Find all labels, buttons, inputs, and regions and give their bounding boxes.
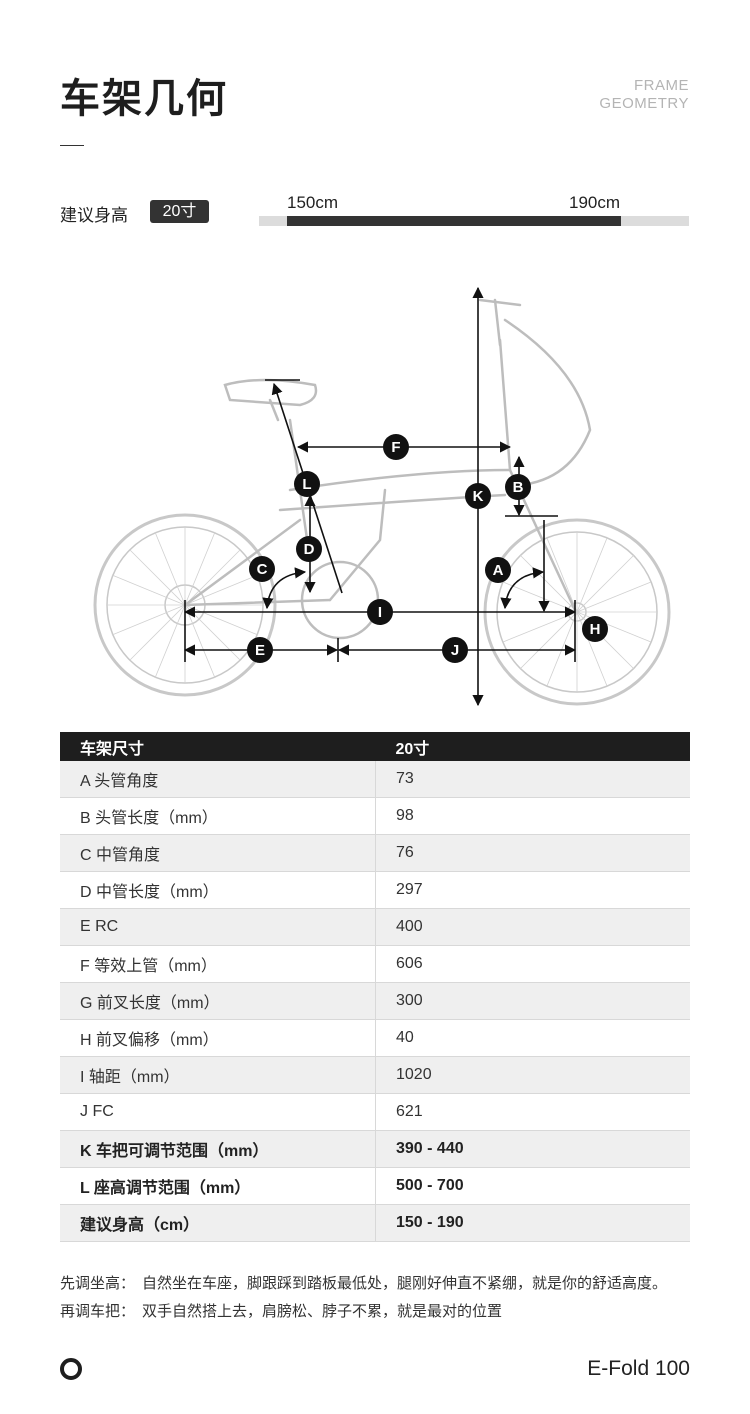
svg-text:L: L <box>302 476 311 493</box>
height-max-label: 190cm <box>569 193 621 212</box>
height-min-label: 150cm <box>287 193 339 212</box>
table-row: F 等效上管（mm）606 <box>60 945 690 983</box>
table-header-size: 20寸 <box>375 732 690 761</box>
table-row: L 座高调节范围（mm）500 - 700 <box>60 1167 690 1205</box>
label-D: D <box>296 536 322 562</box>
label-H: H <box>582 616 608 642</box>
row-value: 76 <box>375 834 690 872</box>
table-row: 建议身高（cm）150 - 190 <box>60 1204 690 1242</box>
page-title: 车架几何 <box>60 77 228 121</box>
row-name: L 座高调节范围（mm） <box>60 1167 376 1205</box>
row-value: 400 <box>375 908 690 946</box>
svg-text:I: I <box>378 604 382 621</box>
row-name: J FC <box>60 1093 376 1131</box>
recommended-height-label: 建议身高 <box>60 206 128 225</box>
row-name: G 前叉长度（mm） <box>60 982 376 1020</box>
label-B: B <box>505 474 531 500</box>
label-K: K <box>465 483 491 509</box>
note-text: 自然坐在车座，脚跟踩到踏板最低处，腿刚好伸直不紧绷，就是你的舒适高度。 <box>142 1275 668 1292</box>
row-value: 1020 <box>375 1056 690 1094</box>
row-name: F 等效上管（mm） <box>60 945 376 983</box>
circle-logo-icon <box>60 1358 82 1380</box>
svg-text:C: C <box>257 561 268 578</box>
note-handlebar: 再调车把： 双手自然搭上去，肩膀松、脖子不累，就是最对的位置 <box>60 1298 667 1326</box>
svg-text:E: E <box>255 642 265 659</box>
label-F: F <box>383 434 409 460</box>
model-name: E-Fold 100 <box>587 1357 690 1380</box>
table-row: B 头管长度（mm）98 <box>60 797 690 835</box>
table-header-row: 车架尺寸 20寸 <box>60 732 690 761</box>
row-value: 150 - 190 <box>375 1204 690 1242</box>
table-row: K 车把可调节范围（mm）390 - 440 <box>60 1130 690 1168</box>
svg-text:F: F <box>391 439 400 456</box>
row-name: 建议身高（cm） <box>60 1204 376 1242</box>
adjustment-notes: 先调坐高： 自然坐在车座，脚跟踩到踏板最低处，腿刚好伸直不紧绷，就是你的舒适高度。… <box>60 1270 667 1326</box>
label-J: J <box>442 637 468 663</box>
row-name: A 头管角度 <box>60 761 376 798</box>
row-value: 390 - 440 <box>375 1130 690 1168</box>
row-name: E RC <box>60 908 376 946</box>
row-name: I 轴距（mm） <box>60 1056 376 1094</box>
english-title-line2: GEOMETRY <box>599 95 689 112</box>
label-E: E <box>247 637 273 663</box>
row-value: 621 <box>375 1093 690 1131</box>
height-range-fill <box>287 216 622 226</box>
row-name: B 头管长度（mm） <box>60 797 376 835</box>
note-seat: 先调坐高： 自然坐在车座，脚跟踩到踏板最低处，腿刚好伸直不紧绷，就是你的舒适高度。 <box>60 1270 667 1298</box>
bike-frame <box>183 298 592 640</box>
svg-text:H: H <box>590 621 601 638</box>
note-text: 双手自然搭上去，肩膀松、脖子不累，就是最对的位置 <box>142 1303 503 1320</box>
row-name: H 前叉偏移（mm） <box>60 1019 376 1057</box>
table-header-name: 车架尺寸 <box>60 732 376 761</box>
row-value: 606 <box>375 945 690 983</box>
row-value: 73 <box>375 761 690 798</box>
svg-text:K: K <box>473 488 484 505</box>
svg-text:B: B <box>513 479 524 496</box>
note-label: 先调坐高： <box>60 1275 136 1292</box>
label-A: A <box>485 557 511 583</box>
table-row: I 轴距（mm）1020 <box>60 1056 690 1094</box>
label-I: I <box>367 599 393 625</box>
row-name: C 中管角度 <box>60 834 376 872</box>
height-range-bar <box>259 216 689 226</box>
row-value: 98 <box>375 797 690 835</box>
table-row: D 中管长度（mm）297 <box>60 871 690 909</box>
row-value: 40 <box>375 1019 690 1057</box>
table-row: G 前叉长度（mm）300 <box>60 982 690 1020</box>
row-value: 500 - 700 <box>375 1167 690 1205</box>
label-L: L <box>294 471 320 497</box>
row-value: 297 <box>375 871 690 909</box>
english-title-line1: FRAME <box>634 77 689 94</box>
size-badge: 20寸 <box>150 200 209 223</box>
svg-text:D: D <box>304 541 315 558</box>
svg-text:J: J <box>451 642 459 659</box>
table-row: H 前叉偏移（mm）40 <box>60 1019 690 1057</box>
row-name: K 车把可调节范围（mm） <box>60 1130 376 1168</box>
note-label: 再调车把： <box>60 1303 136 1320</box>
frame-geometry-diagram: A B C D E F H I J K L <box>93 286 671 707</box>
english-title: FRAME GEOMETRY <box>599 77 689 113</box>
label-C: C <box>249 556 275 582</box>
svg-text:A: A <box>493 562 504 579</box>
row-value: 300 <box>375 982 690 1020</box>
title-divider <box>60 145 84 146</box>
row-name: D 中管长度（mm） <box>60 871 376 909</box>
